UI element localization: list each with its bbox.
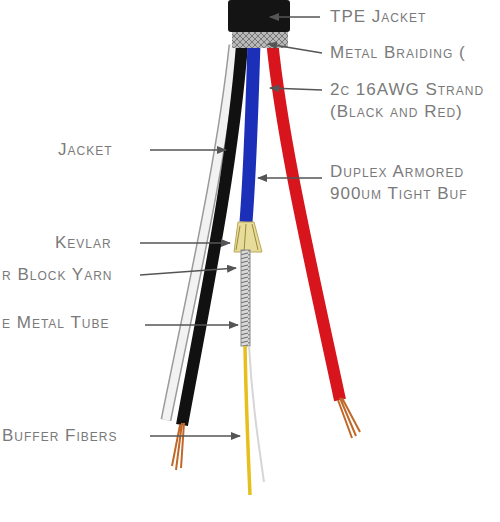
leader-arrow — [140, 242, 230, 244]
leader-arrow — [140, 268, 236, 275]
kevlar-yarn — [234, 222, 262, 252]
metal-tube — [241, 250, 250, 346]
white-wire-edge — [166, 45, 234, 420]
yellow-fiber — [245, 346, 250, 495]
blue-jacket — [246, 42, 254, 222]
part-label: e Metal Tube — [2, 313, 109, 333]
part-label: r Block Yarn — [2, 265, 113, 285]
part-label: Jacket — [58, 140, 113, 160]
leader-arrow — [150, 149, 226, 151]
tpe-jacket — [228, 0, 290, 32]
part-label: TPE Jacket — [330, 7, 426, 27]
leader-arrow — [150, 435, 240, 437]
part-label: Metal Braiding ( — [330, 43, 466, 63]
kevlar-strands — [236, 224, 258, 252]
red-wire — [272, 40, 340, 400]
black-wire — [182, 45, 242, 425]
leader-lines — [140, 17, 322, 436]
part-label: 2c 16AWG Strand — [330, 80, 484, 100]
part-label: Duplex Armored — [330, 162, 464, 182]
leader-arrow — [268, 44, 322, 53]
leader-arrow — [145, 324, 238, 326]
leader-arrow — [270, 88, 322, 90]
part-label: Kevlar — [55, 233, 112, 253]
white-fiber — [249, 346, 264, 482]
copper-strands — [338, 398, 360, 438]
part-label: Buffer Fibers — [2, 426, 117, 446]
part-label: 900um Tight Buf — [330, 184, 468, 204]
white-wire — [166, 45, 234, 420]
leader-arrow — [258, 177, 322, 179]
copper-strands — [172, 423, 184, 470]
leader-arrow — [270, 16, 320, 18]
part-label: (Black and Red) — [330, 102, 463, 122]
